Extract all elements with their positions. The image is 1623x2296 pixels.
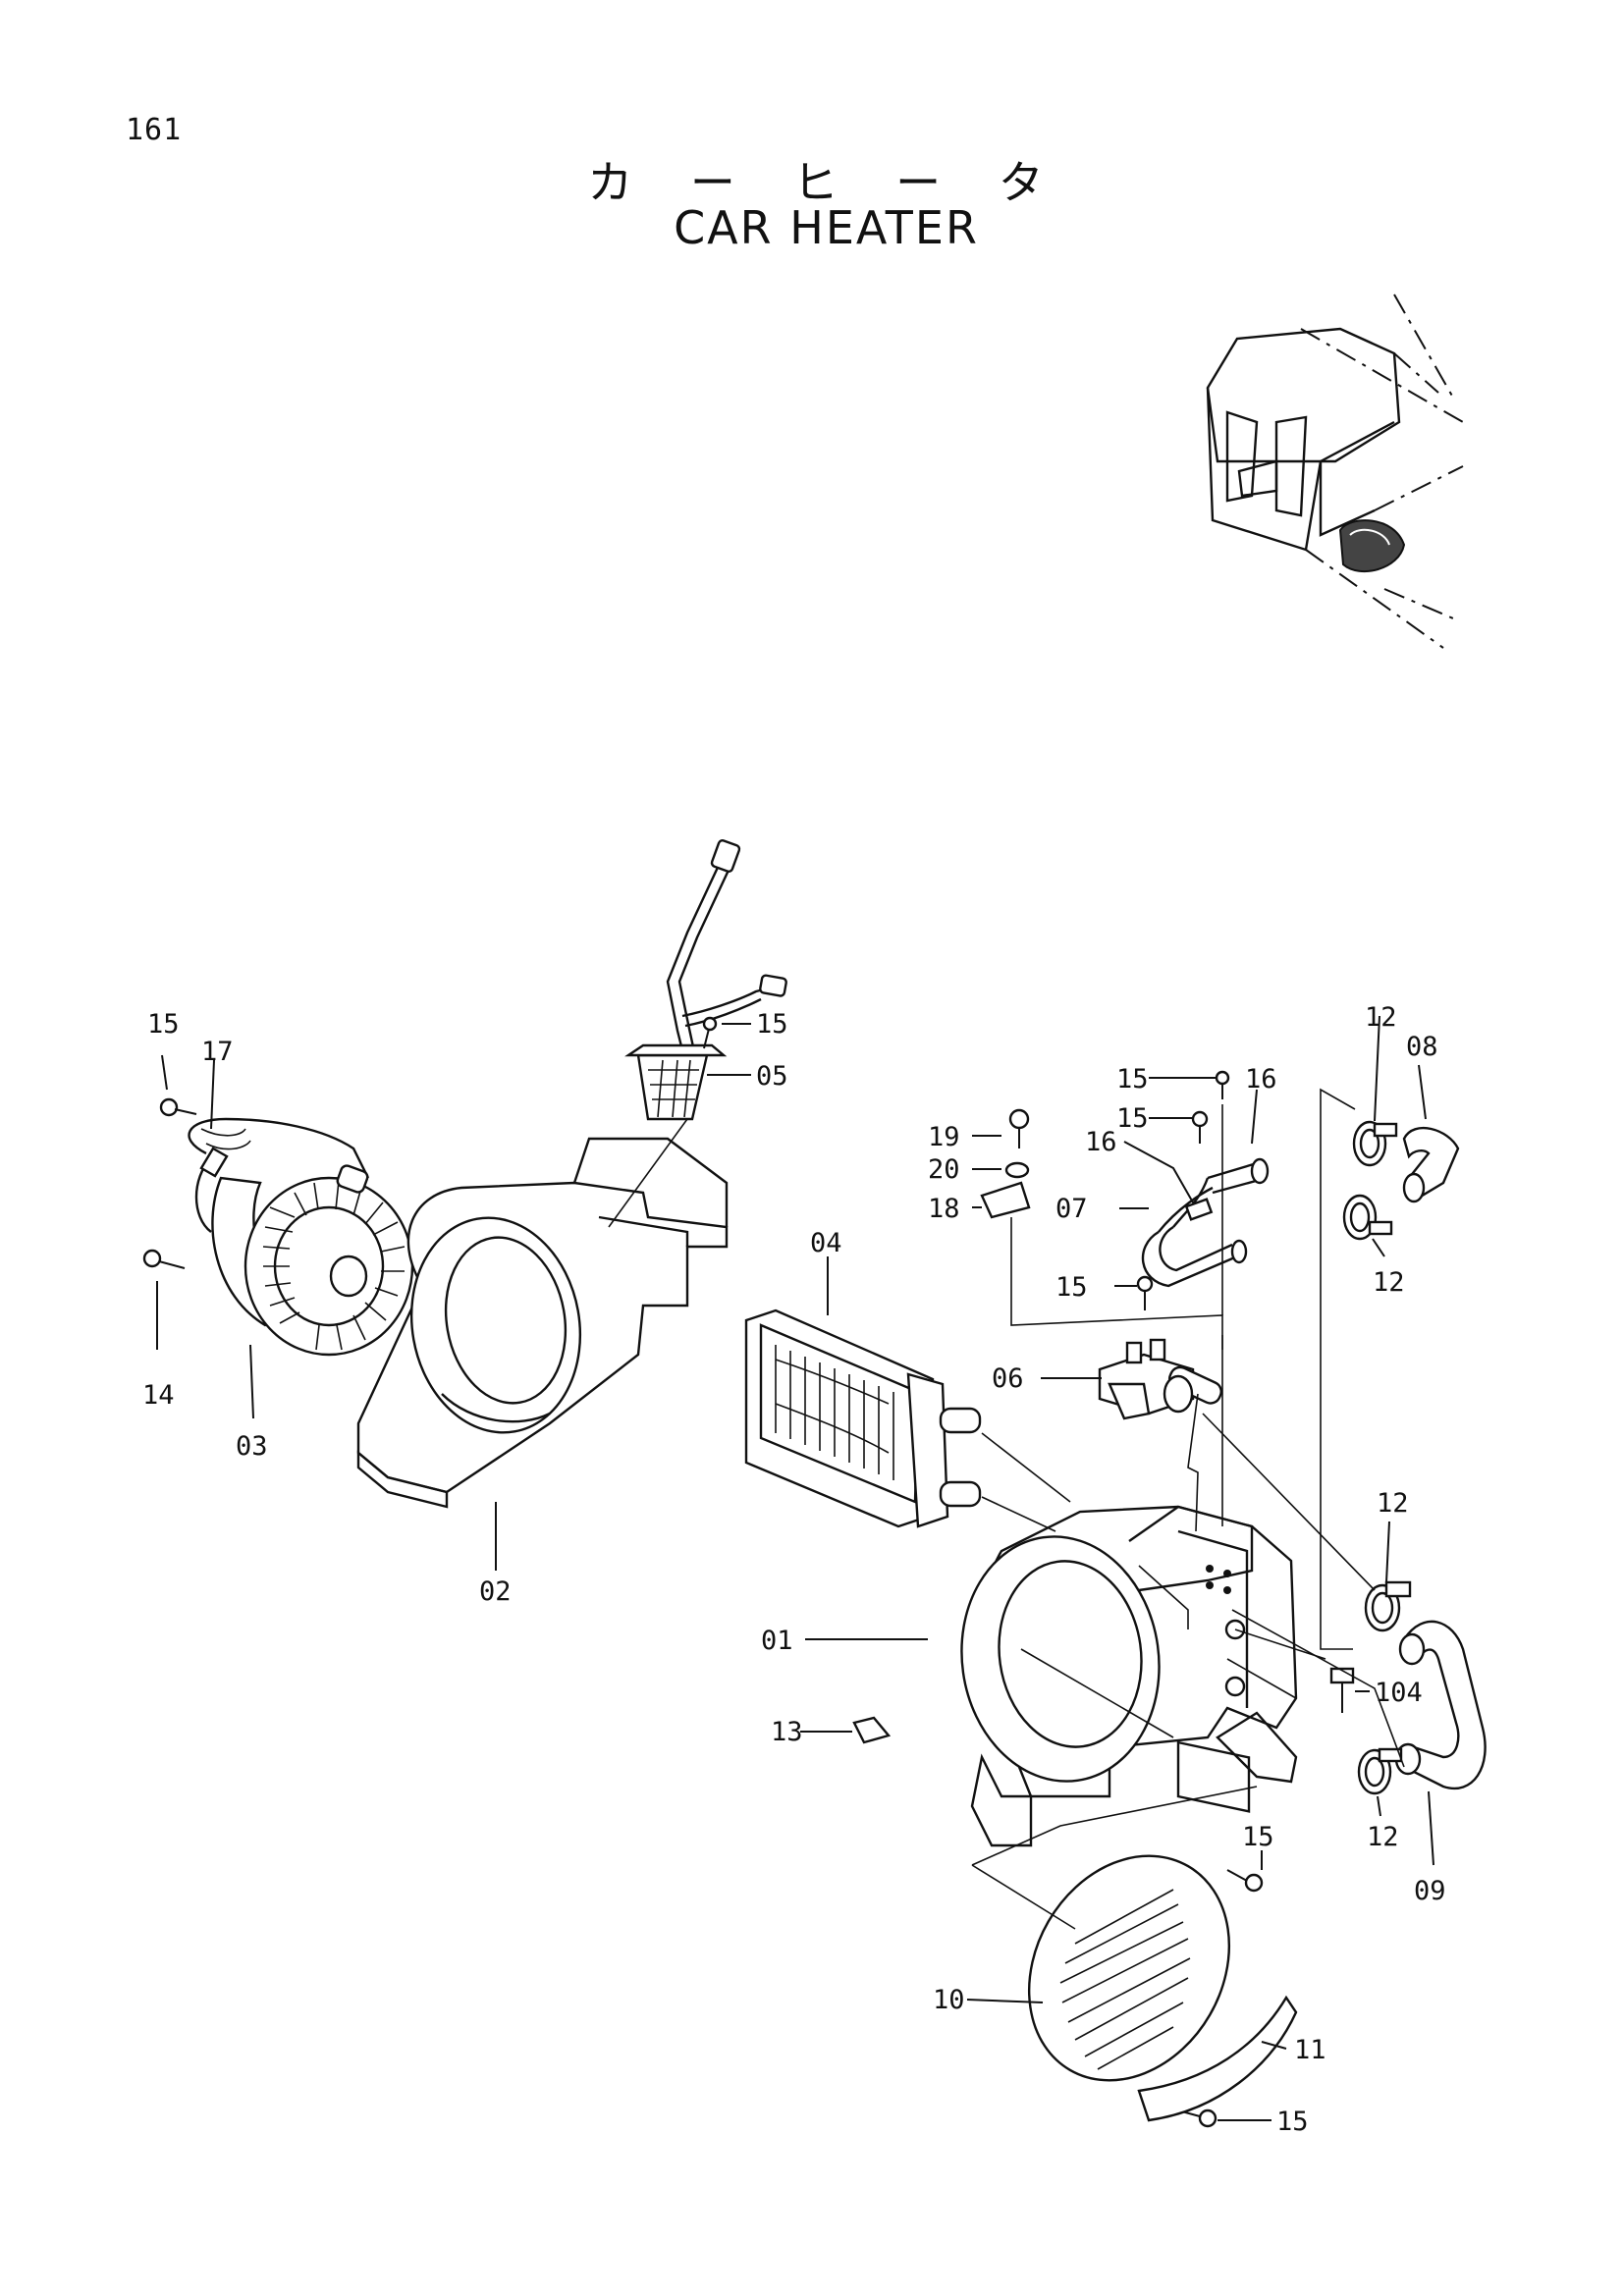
callout-06: 06 [992, 1363, 1024, 1394]
page-number: 161 [126, 113, 183, 147]
reference-lines [608, 1088, 1405, 1930]
callout-15: 15 [1055, 1272, 1088, 1303]
callout-10: 10 [933, 1985, 965, 2015]
callout-20: 20 [928, 1154, 960, 1185]
part-13-bracket [852, 1716, 892, 1744]
callout-13: 13 [771, 1717, 803, 1747]
part-12-hose-clamps [1342, 1120, 1412, 1795]
callout-15: 15 [147, 1009, 180, 1040]
callout-12: 12 [1377, 1488, 1409, 1519]
callout-07: 07 [1055, 1194, 1088, 1224]
part-08-hose [1402, 1126, 1460, 1203]
callout-08: 08 [1406, 1032, 1438, 1062]
callout-16: 16 [1085, 1127, 1117, 1157]
part-10-grille [1027, 1854, 1231, 2082]
part-04-heater-core [744, 1308, 982, 1528]
callout-16: 16 [1245, 1064, 1277, 1095]
callout-12: 12 [1367, 1822, 1399, 1852]
callout-18: 18 [928, 1194, 960, 1224]
callout-09: 09 [1414, 1876, 1446, 1906]
callout-19: 19 [928, 1122, 960, 1152]
part-02-blower-case [356, 1137, 729, 1509]
callout-17: 17 [201, 1037, 234, 1067]
title-japanese: カ ー ヒ ー タ [587, 156, 1065, 209]
part-03-blower-motor [188, 1117, 414, 1357]
callout-14: 14 [142, 1380, 175, 1411]
callout-104: 104 [1375, 1678, 1423, 1708]
callout-15: 15 [756, 1009, 788, 1040]
callout-15: 15 [1116, 1103, 1149, 1134]
part-01-heater-case [960, 1505, 1298, 1847]
callout-11: 11 [1294, 2035, 1326, 2065]
callout-12: 12 [1373, 1267, 1405, 1298]
callout-04: 04 [810, 1228, 842, 1258]
cab-location-inset [1206, 294, 1464, 649]
callout-labels: 15 17 14 03 02 15 05 04 19 20 18 15 15 1… [142, 1002, 1446, 2137]
screws-15-14-104-19 [142, 1016, 1355, 2128]
part-06-water-valve [1098, 1338, 1222, 1420]
part-11-cover [1137, 1995, 1298, 2122]
part-07-pipe [1141, 1157, 1270, 1288]
callout-03: 03 [236, 1431, 268, 1462]
callout-05: 05 [756, 1061, 788, 1092]
part-05-resistor-harness [624, 839, 787, 1121]
callout-15: 15 [1116, 1064, 1149, 1095]
callout-01: 01 [761, 1626, 793, 1656]
callout-15: 15 [1276, 2107, 1309, 2137]
callout-15: 15 [1242, 1822, 1274, 1852]
callout-02: 02 [479, 1576, 512, 1607]
part-09-hose [1394, 1620, 1487, 1789]
title-english: CAR HEATER [674, 201, 979, 254]
callout-12: 12 [1365, 1002, 1397, 1033]
leader-lines [156, 1015, 1434, 2121]
